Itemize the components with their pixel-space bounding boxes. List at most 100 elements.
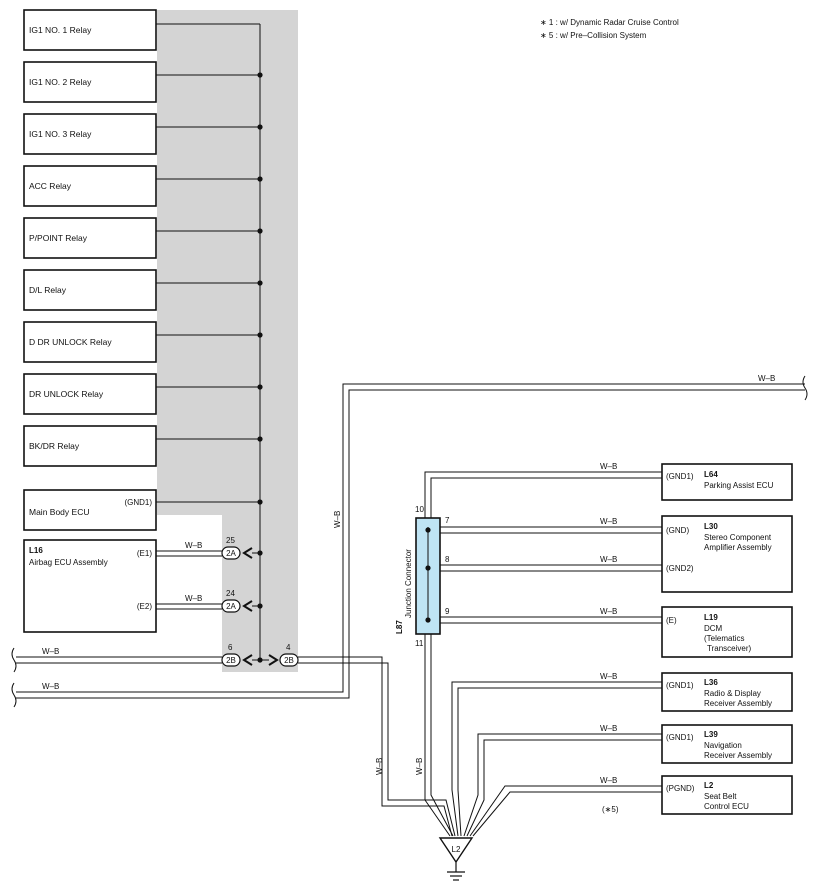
component-label: Seat Belt <box>704 792 737 801</box>
relay-label: BK/DR Relay <box>29 441 80 451</box>
connector-pin-number: 24 <box>226 589 235 598</box>
junction-pin-9: 9 <box>445 607 450 616</box>
relay-label: IG1 NO. 3 Relay <box>29 129 92 139</box>
component-l39: (GND1) L39 Navigation Receiver Assembly … <box>463 724 793 837</box>
shaded-enclosure <box>157 10 298 672</box>
junction-wires: W–B W–B W–B W–B W–B <box>415 462 662 837</box>
component-pin: (PGND) <box>666 784 695 793</box>
component-label: Stereo Component <box>704 533 772 542</box>
component-label: Control ECU <box>704 802 749 811</box>
component-label: Receiver Assembly <box>704 699 772 708</box>
component-pin-2: (GND2) <box>666 564 694 573</box>
component-l2: (PGND) L2 Seat Belt Control ECU W–B (∗5) <box>469 775 793 837</box>
junction-pin-11: 11 <box>415 639 424 648</box>
component-pin: (GND1) <box>666 733 694 742</box>
wire-color-label: W–B <box>600 555 617 564</box>
main-body-ecu: Main Body ECU (GND1) <box>23 489 157 531</box>
relay-bus <box>156 23 263 663</box>
relay-bk-dr: BK/DR Relay <box>23 425 157 467</box>
airbag-wires: W–B W–B <box>156 541 260 610</box>
airbag-ecu: L16 Airbag ECU Assembly (E1) (E2) <box>23 539 157 633</box>
wire-color-label: W–B <box>600 672 617 681</box>
component-pin: (GND1) <box>666 472 694 481</box>
junction-name: Junction Connector <box>404 549 413 618</box>
component-label: (Telematics <box>704 634 744 643</box>
connector-pin-number: 25 <box>226 536 235 545</box>
component-code: L30 <box>704 522 718 531</box>
wire-color-label: W–B <box>185 541 202 550</box>
airbag-pin-e2: (E2) <box>137 602 152 611</box>
wire-color-label: W–B <box>600 607 617 616</box>
connector-id: 2A <box>226 602 236 611</box>
relay-ppoint: P/POINT Relay <box>23 217 157 259</box>
component-label: Parking Assist ECU <box>704 481 774 490</box>
main-body-ecu-label: Main Body ECU <box>29 507 89 517</box>
note-1: ∗ 1 : w/ Dynamic Radar Cruise Control <box>540 18 679 27</box>
wire-color-label: W–B <box>333 511 342 528</box>
wire-color-label: W–B <box>375 758 384 775</box>
relay-label: ACC Relay <box>29 181 72 191</box>
component-label: DCM <box>704 624 723 633</box>
junction-connector-l87: 10 7 8 9 11 L87 Junction Connector <box>395 505 450 648</box>
connector-2b-6: 6 2B <box>221 643 260 667</box>
junction-code: L87 <box>395 620 404 634</box>
relay-dl: D/L Relay <box>23 269 157 311</box>
wire-color-label: W–B <box>42 647 59 656</box>
component-label: Amplifier Assembly <box>704 543 772 552</box>
component-label: Navigation <box>704 741 742 750</box>
component-label: Transceiver) <box>707 644 751 653</box>
component-code: L2 <box>704 781 714 790</box>
wire-conn4-ground: W–B <box>298 656 456 837</box>
relay-label: IG1 NO. 1 Relay <box>29 25 92 35</box>
component-l64: (GND1) L64 Parking Assist ECU <box>661 463 793 501</box>
connector-id: 2B <box>284 656 294 665</box>
airbag-ecu-code: L16 <box>29 546 43 555</box>
note-2: ∗ 5 : w/ Pre–Collision System <box>540 31 647 40</box>
component-l30: (GND) (GND2) L30 Stereo Component Amplif… <box>661 515 793 593</box>
relay-label: D DR UNLOCK Relay <box>29 337 112 347</box>
junction-pin-7: 7 <box>445 516 450 525</box>
relay-dr-unlock: DR UNLOCK Relay <box>23 373 157 415</box>
connector-2b-4: 4 2B <box>260 643 299 667</box>
component-note: (∗5) <box>602 805 619 814</box>
wire-color-label: W–B <box>42 682 59 691</box>
connector-2a-24: 24 2A <box>221 589 253 613</box>
relay-ig1-no3: IG1 NO. 3 Relay <box>23 113 157 155</box>
relay-label: D/L Relay <box>29 285 67 295</box>
wire-color-label: W–B <box>415 758 424 775</box>
wire-color-label: W–B <box>758 374 775 383</box>
wire-color-label: W–B <box>600 776 617 785</box>
relay-d-dr-unlock: D DR UNLOCK Relay <box>23 321 157 363</box>
connector-2a-25: 25 2A <box>221 536 253 560</box>
relay-ig1-no2: IG1 NO. 2 Relay <box>23 61 157 103</box>
relay-ig1-no1: IG1 NO. 1 Relay <box>23 9 157 51</box>
airbag-ecu-label: Airbag ECU Assembly <box>29 558 108 567</box>
main-body-ecu-pin: (GND1) <box>124 498 152 507</box>
relay-label: DR UNLOCK Relay <box>29 389 104 399</box>
component-code: L64 <box>704 470 718 479</box>
component-code: L36 <box>704 678 718 687</box>
connector-id: 2A <box>226 549 236 558</box>
wire-color-label: W–B <box>185 594 202 603</box>
relay-list: IG1 NO. 1 Relay IG1 NO. 2 Relay IG1 NO. … <box>23 9 157 467</box>
relay-label: P/POINT Relay <box>29 233 88 243</box>
junction-pin-8: 8 <box>445 555 450 564</box>
wire-left-6: W–B <box>11 647 222 673</box>
connector-id: 2B <box>226 656 236 665</box>
component-l19: (E) L19 DCM (Telematics Transceiver) <box>661 606 793 658</box>
wire-color-label: W–B <box>600 517 617 526</box>
component-label: Radio & Display <box>704 689 761 698</box>
component-l36: (GND1) L36 Radio & Display Receiver Asse… <box>451 672 793 837</box>
ground-l2: L2 <box>438 837 474 881</box>
wire-long-loop: W–B W–B W–B <box>11 374 808 708</box>
wire-color-label: W–B <box>600 462 617 471</box>
junction-pin-10: 10 <box>415 505 424 514</box>
component-label: Receiver Assembly <box>704 751 772 760</box>
ground-code: L2 <box>452 845 461 854</box>
airbag-pin-e1: (E1) <box>137 549 152 558</box>
wire-color-label: W–B <box>600 724 617 733</box>
component-pin: (GND1) <box>666 681 694 690</box>
relay-label: IG1 NO. 2 Relay <box>29 77 92 87</box>
connector-pin-number: 4 <box>286 643 291 652</box>
